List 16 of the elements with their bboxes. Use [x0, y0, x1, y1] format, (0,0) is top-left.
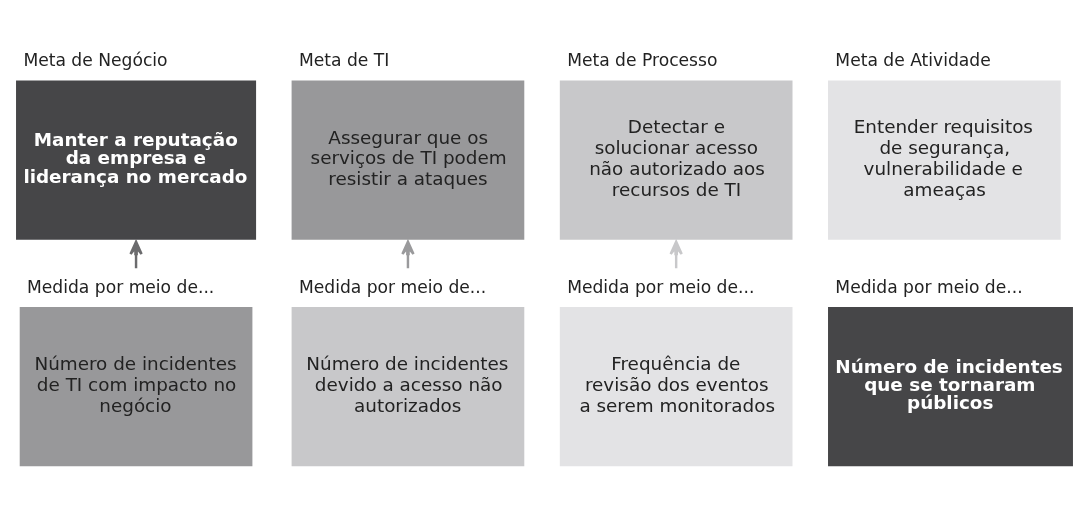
- node-label: Meta de Processo: [567, 50, 718, 71]
- node-label: Medida por meio de...: [298, 276, 487, 297]
- node-label: Meta de Negócio: [23, 50, 168, 71]
- node-box: Assegurar que os serviços de TI podem resistir a ataques: [291, 80, 525, 240]
- node-label: Medida por meio de...: [27, 276, 215, 297]
- node-label: Medida por meio de...: [567, 276, 755, 297]
- node-box: Frequência de revisão dos eventos a serem monitorados: [559, 307, 793, 467]
- node-box: Manter a reputação da empresa e liderança no mercado: [16, 80, 257, 240]
- node-box: Número de incidentes de TI com impacto no negócio: [19, 307, 253, 467]
- node-label: Meta de TI: [298, 50, 390, 71]
- node-box: Número de incidentes que se tornaram públicos: [828, 307, 1073, 467]
- node-box: Detectar e solucionar acesso não autorizado aos recursos de TI: [559, 80, 793, 240]
- node-label: Meta de Atividade: [835, 50, 991, 71]
- node-box: Número de incidentes devido a acesso não autorizados: [291, 307, 525, 467]
- node-label: Medida por meio de...: [835, 276, 1023, 297]
- node-box: Entender requisitos de segurança, vulnerabilidade e ameaças: [828, 80, 1061, 240]
